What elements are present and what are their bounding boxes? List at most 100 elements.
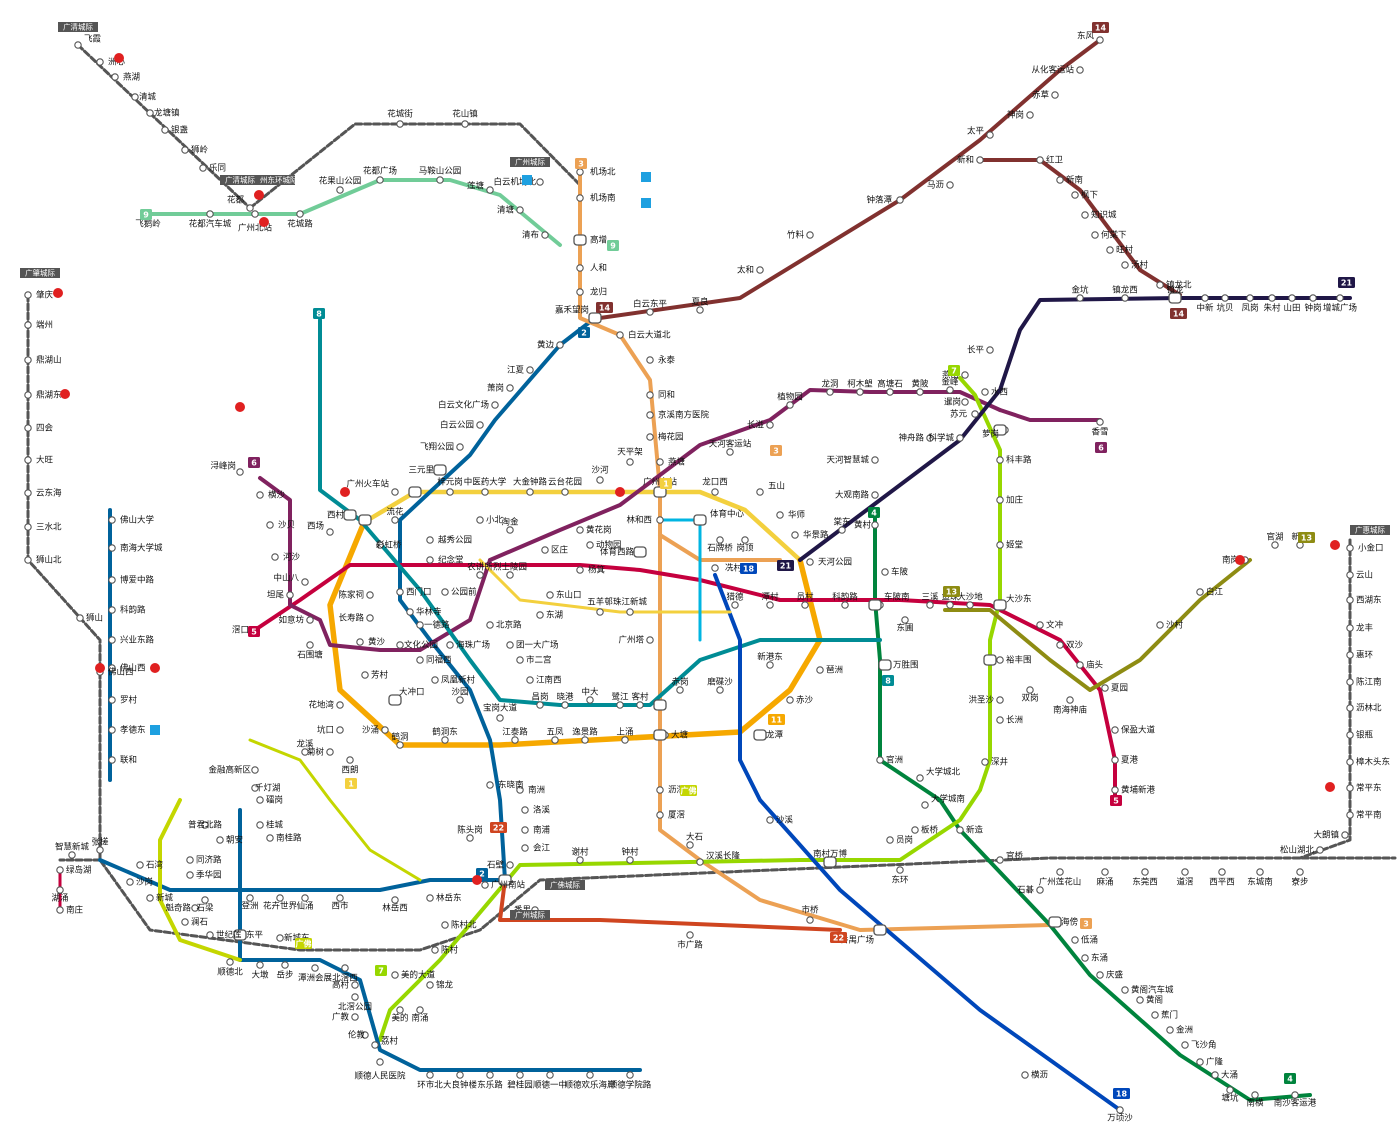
interchange-marker[interactable] <box>498 874 512 886</box>
line-badge-L9[interactable] <box>140 209 152 220</box>
station-s176[interactable] <box>506 861 514 869</box>
interchange-marker[interactable] <box>343 509 357 521</box>
station-s299[interactable] <box>961 371 969 379</box>
station-s310[interactable] <box>1056 641 1064 649</box>
interchange-marker[interactable] <box>233 929 247 941</box>
line-badge-L3[interactable] <box>770 445 782 456</box>
station-s079[interactable] <box>806 558 814 566</box>
station-s232[interactable] <box>586 1071 594 1079</box>
station-s278[interactable] <box>1309 294 1317 302</box>
station-s357[interactable] <box>1056 868 1064 876</box>
station-s025[interactable] <box>486 186 494 194</box>
station-s298[interactable] <box>981 388 989 396</box>
station-s154[interactable] <box>621 736 629 744</box>
station-s196[interactable] <box>1116 1106 1124 1114</box>
station-s072[interactable] <box>596 476 604 484</box>
station-s120[interactable] <box>441 588 449 596</box>
line-badge-L21[interactable] <box>777 560 794 571</box>
station-s135[interactable] <box>416 656 424 664</box>
station-s193[interactable] <box>686 931 694 939</box>
station-s119[interactable] <box>546 591 554 599</box>
station-s166[interactable] <box>326 748 334 756</box>
station-s021[interactable] <box>296 210 304 218</box>
station-s206[interactable] <box>256 821 264 829</box>
station-s160[interactable] <box>381 726 389 734</box>
station-s042[interactable] <box>616 331 624 339</box>
station-s122[interactable] <box>366 591 374 599</box>
station-s103[interactable] <box>301 578 309 586</box>
station-s007[interactable] <box>181 146 189 154</box>
station-s162[interactable] <box>361 671 369 679</box>
station-s134[interactable] <box>416 621 424 629</box>
station-s013[interactable] <box>576 194 584 202</box>
station-s163[interactable] <box>336 701 344 709</box>
station-s241[interactable] <box>108 756 116 764</box>
station-s022[interactable] <box>336 186 344 194</box>
station-s133[interactable] <box>646 636 654 644</box>
station-s183[interactable] <box>886 836 894 844</box>
station-s312[interactable] <box>996 656 1004 664</box>
station-s075[interactable] <box>711 488 719 496</box>
station-s321[interactable] <box>981 758 989 766</box>
station-s109[interactable] <box>426 556 434 564</box>
interchange-marker[interactable] <box>633 546 647 558</box>
station-s198[interactable] <box>871 491 879 499</box>
station-s325[interactable] <box>1071 936 1079 944</box>
station-s105[interactable] <box>326 528 334 536</box>
station-s173[interactable] <box>521 806 529 814</box>
station-s054[interactable] <box>916 388 924 396</box>
station-s046[interactable] <box>646 433 654 441</box>
station-s272[interactable] <box>1076 294 1084 302</box>
interchange-marker[interactable] <box>573 234 587 246</box>
interchange-marker[interactable] <box>358 514 372 526</box>
station-s049[interactable] <box>766 421 774 429</box>
station-s011[interactable] <box>461 120 469 128</box>
station-s311[interactable] <box>1076 661 1084 669</box>
station-s064[interactable] <box>476 421 484 429</box>
station-s210[interactable] <box>186 856 194 864</box>
station-s019[interactable] <box>206 210 214 218</box>
station-s043[interactable] <box>646 356 654 364</box>
station-s333[interactable] <box>1196 1058 1204 1066</box>
station-s292[interactable] <box>1121 261 1129 269</box>
station-s012[interactable] <box>576 168 584 176</box>
station-s065[interactable] <box>456 443 464 451</box>
station-s097[interactable] <box>236 468 244 476</box>
station-s149[interactable] <box>816 666 824 674</box>
station-s213[interactable] <box>181 918 189 926</box>
station-s197[interactable] <box>871 456 879 464</box>
station-s354[interactable] <box>1181 868 1189 876</box>
station-s285[interactable] <box>976 156 984 164</box>
station-s053[interactable] <box>886 388 894 396</box>
station-s283[interactable] <box>1026 111 1034 119</box>
station-s349[interactable] <box>1341 831 1349 839</box>
station-s181[interactable] <box>656 786 664 794</box>
station-s199[interactable] <box>838 526 846 534</box>
station-s332[interactable] <box>1181 1041 1189 1049</box>
station-s306[interactable] <box>1271 541 1279 549</box>
station-s300[interactable] <box>926 434 934 442</box>
station-s070[interactable] <box>526 488 534 496</box>
station-s225[interactable] <box>371 1041 379 1049</box>
station-s314[interactable] <box>1066 696 1074 704</box>
station-s286[interactable] <box>1036 156 1044 164</box>
station-s356[interactable] <box>1101 868 1109 876</box>
line-badge-L6[interactable] <box>248 457 260 468</box>
line-badge-L22[interactable] <box>830 932 847 943</box>
station-s216[interactable] <box>276 934 284 942</box>
line-badge-L14[interactable] <box>596 302 613 313</box>
station-s337[interactable] <box>1291 1091 1299 1099</box>
line-badge-GF[interactable] <box>680 785 697 796</box>
station-s336[interactable] <box>1251 1091 1259 1099</box>
station-s342[interactable] <box>1346 651 1354 659</box>
station-s115[interactable] <box>586 541 594 549</box>
station-s203[interactable] <box>251 766 259 774</box>
station-s156[interactable] <box>551 736 559 744</box>
station-s231[interactable] <box>546 1071 554 1079</box>
station-s068[interactable] <box>446 488 454 496</box>
line-badge-L5[interactable] <box>248 626 260 637</box>
station-s177[interactable] <box>481 881 489 889</box>
station-s186[interactable] <box>876 756 884 764</box>
station-s207[interactable] <box>266 834 274 842</box>
station-s211[interactable] <box>186 871 194 879</box>
